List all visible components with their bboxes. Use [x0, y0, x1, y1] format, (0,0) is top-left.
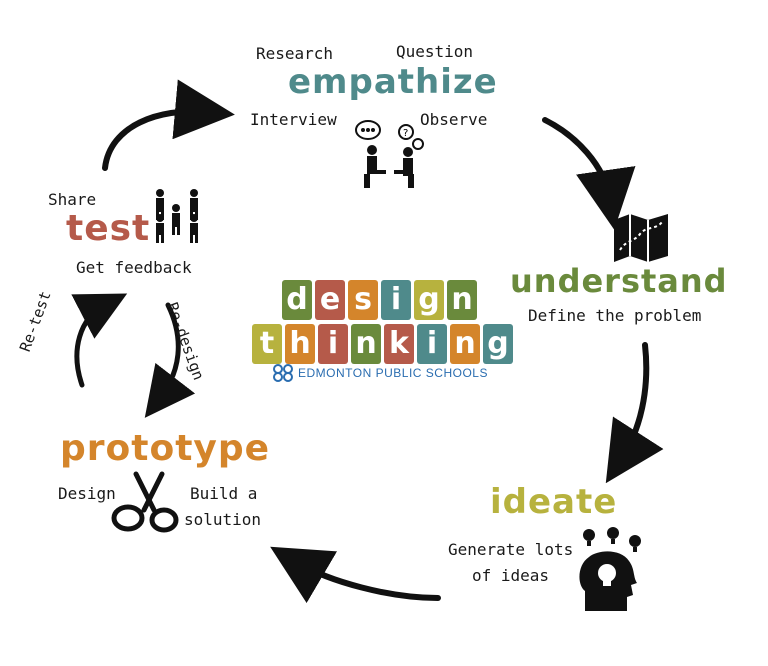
design-letter: i: [381, 280, 411, 320]
thinking-letter: n: [450, 324, 480, 364]
ideate-caption-line2: of ideas: [472, 566, 550, 585]
design-letter: g: [414, 280, 444, 320]
thinking-letter: i: [417, 324, 447, 364]
understand-title: understand: [510, 262, 728, 300]
prototype-build-line2: solution: [184, 510, 262, 529]
thinking-letter: k: [384, 324, 414, 364]
eps-logo-icon: [273, 364, 293, 382]
people-group-icon: [156, 189, 198, 243]
test-title: test: [66, 208, 151, 249]
arrow-understand-to-ideate: [605, 342, 664, 484]
arrow-test-to-empathize: [102, 79, 235, 171]
ideate-caption-line1: Generate lots: [448, 540, 574, 559]
thinking-letter: t: [252, 324, 282, 364]
design-letter: s: [348, 280, 378, 320]
head-lightbulb-icon: [579, 527, 641, 611]
design-letter: d: [282, 280, 312, 320]
conversation-icon: ?: [355, 120, 424, 188]
empathize-title: empathize: [288, 62, 498, 102]
map-icon: [614, 214, 668, 262]
arrow-redesign: [144, 302, 196, 418]
design-letter: e: [315, 280, 345, 320]
prototype-design: Design: [58, 484, 116, 503]
thinking-letter: i: [318, 324, 348, 364]
prototype-build-line1: Build a: [190, 484, 258, 503]
arrow-ideate-to-prototype: [270, 546, 441, 604]
empathize-question: Question: [396, 42, 474, 61]
empathize-observe: Observe: [420, 110, 488, 129]
ideate-title: ideate: [490, 482, 618, 522]
arrow-retest: [71, 293, 128, 388]
thinking-letter: h: [285, 324, 315, 364]
arrow-empathize-to-understand: [542, 117, 636, 230]
test-share: Share: [48, 190, 97, 209]
org-name: EDMONTON PUBLIC SCHOOLS: [298, 366, 488, 380]
empathize-interview: Interview: [250, 110, 337, 129]
empathize-research: Research: [256, 44, 334, 63]
svg-text:?: ?: [403, 128, 408, 139]
scissors-icon: [111, 471, 179, 533]
understand-caption: Define the problem: [528, 306, 702, 325]
design-letter: n: [447, 280, 477, 320]
thinking-letter: g: [483, 324, 513, 364]
test-feedback: Get feedback: [76, 258, 192, 277]
prototype-title: prototype: [60, 428, 271, 469]
thinking-letter: n: [351, 324, 381, 364]
